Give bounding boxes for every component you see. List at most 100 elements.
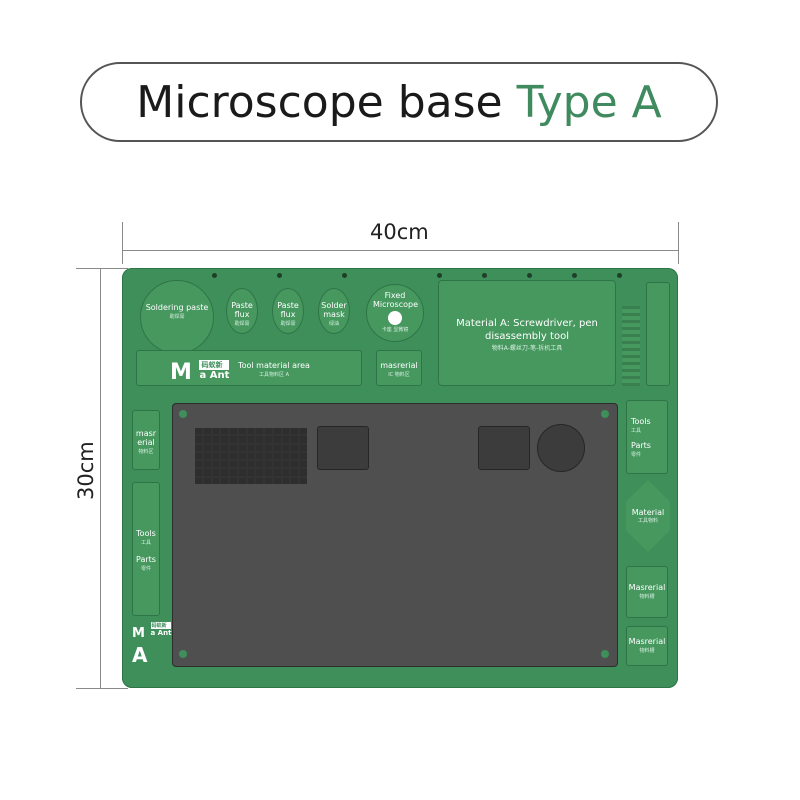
hole	[617, 273, 622, 278]
vent-hole	[265, 452, 272, 460]
vent-hole	[195, 428, 202, 435]
logo-mark: M	[132, 626, 145, 641]
right-masrerial-tray-1: Masrerial 物料槽	[626, 566, 668, 618]
dim-width-label: 40cm	[370, 220, 429, 244]
heat-plate	[172, 403, 618, 667]
vent-hole	[203, 428, 211, 435]
paste-flux-well-2: Paste flux 助焊膏	[272, 288, 304, 334]
vent-hole	[221, 444, 229, 451]
vent-hole	[291, 428, 299, 435]
vent-hole	[238, 461, 246, 468]
fixed-microscope-sub: 卡座 显微镜	[381, 327, 409, 333]
vent-hole	[212, 461, 220, 468]
right-material-diamond: Material 工具物料	[626, 480, 670, 552]
vent-hole	[230, 461, 237, 468]
fixed-microscope-label: Fixed Microscope	[373, 291, 418, 309]
vent-hole	[230, 428, 237, 435]
vent-hole	[273, 461, 281, 468]
right-masrerial-sub: 物料槽	[639, 594, 655, 600]
vent-hole	[212, 452, 220, 460]
vent-hole	[282, 452, 290, 460]
vent-hole	[230, 452, 237, 460]
dim-height-line	[100, 268, 101, 688]
right-tall-slot	[646, 282, 670, 386]
ic-material-tray: masrerial IC 物料区	[376, 350, 422, 386]
vent-hole	[273, 452, 281, 460]
vent-hole	[238, 477, 246, 484]
right-parts-sub: 零件	[631, 452, 642, 458]
vent-hole	[203, 461, 211, 468]
vent-hole	[300, 452, 307, 460]
brand-logo-bottom: M 码蚁新 a Ant A	[132, 622, 172, 667]
slot-rack	[622, 306, 640, 386]
vent-hole	[221, 477, 229, 484]
tool-material-area-sub: 工具物料区 A	[258, 372, 289, 378]
tool-material-area-tray: Tool material area 工具物料区 A	[136, 350, 362, 386]
logo-mark: M	[170, 360, 192, 385]
vent-hole	[273, 436, 281, 443]
right-parts-label: Parts	[631, 441, 651, 450]
vent-hole	[238, 436, 246, 443]
vent-hole	[221, 461, 229, 468]
vent-hole	[273, 469, 281, 476]
vent-hole	[282, 469, 290, 476]
paste-flux-sub: 助焊膏	[280, 321, 296, 327]
screw	[179, 410, 187, 418]
vent-hole	[212, 477, 220, 484]
screw	[179, 650, 187, 658]
left-material-tray: masr erial 物料区	[132, 410, 160, 470]
vent-hole	[238, 469, 246, 476]
vent-hole	[230, 436, 237, 443]
right-material-label: Material	[631, 508, 665, 517]
soldering-paste-well: Soldering paste 助焊膏	[140, 280, 214, 354]
vent-hole	[238, 452, 246, 460]
title-accent: Type A	[516, 76, 662, 128]
vent-hole	[300, 477, 307, 484]
ic-material-label: masrerial	[380, 361, 418, 370]
left-tools-sub: 工具	[140, 540, 151, 546]
vent-hole	[265, 469, 272, 476]
soldering-paste-label: Soldering paste	[145, 303, 209, 312]
logo-cn: 码蚁新	[150, 622, 172, 629]
paste-flux-sub: 助焊膏	[234, 321, 250, 327]
dim-width-tick-right	[678, 222, 679, 264]
vent-hole	[195, 444, 202, 451]
vent-hole	[282, 461, 290, 468]
vent-hole	[247, 428, 255, 435]
vent-grid	[195, 428, 307, 484]
type-letter: A	[132, 643, 148, 667]
right-tools-sub: 工具	[631, 428, 642, 434]
vent-hole	[212, 436, 220, 443]
vent-hole	[238, 428, 246, 435]
vent-hole	[282, 428, 290, 435]
hole	[277, 273, 282, 278]
left-parts-sub: 零件	[140, 566, 151, 572]
right-masrerial-sub: 物料槽	[639, 648, 655, 654]
left-tools-parts-tray: Tools 工具 Parts 零件	[132, 482, 160, 616]
vent-hole	[247, 461, 255, 468]
vent-hole	[256, 477, 264, 484]
vent-hole	[195, 469, 202, 476]
vent-hole	[300, 461, 307, 468]
vent-hole	[256, 461, 264, 468]
vent-hole	[221, 452, 229, 460]
microscope-mount-hole-icon	[388, 311, 402, 325]
vent-hole	[203, 436, 211, 443]
dim-height-tick-top	[76, 268, 128, 269]
tool-material-area-label: Tool material area	[238, 361, 310, 370]
hole	[212, 273, 217, 278]
material-a-label: Material A: Screwdriver, pen disassembly…	[456, 318, 598, 342]
dim-width-line	[122, 250, 678, 251]
left-material-sub: 物料区	[138, 449, 154, 455]
hole	[572, 273, 577, 278]
vent-hole	[247, 477, 255, 484]
brand-logo-top: M 码蚁新 a Ant	[170, 360, 230, 385]
logo-cn: 码蚁新	[199, 360, 230, 370]
vent-hole	[291, 461, 299, 468]
paste-flux-label: Paste flux	[231, 301, 253, 319]
vent-hole	[256, 436, 264, 443]
vent-hole	[265, 436, 272, 443]
vent-hole	[282, 477, 290, 484]
right-masrerial-label: Masrerial	[628, 583, 666, 592]
paste-flux-well-1: Paste flux 助焊膏	[226, 288, 258, 334]
